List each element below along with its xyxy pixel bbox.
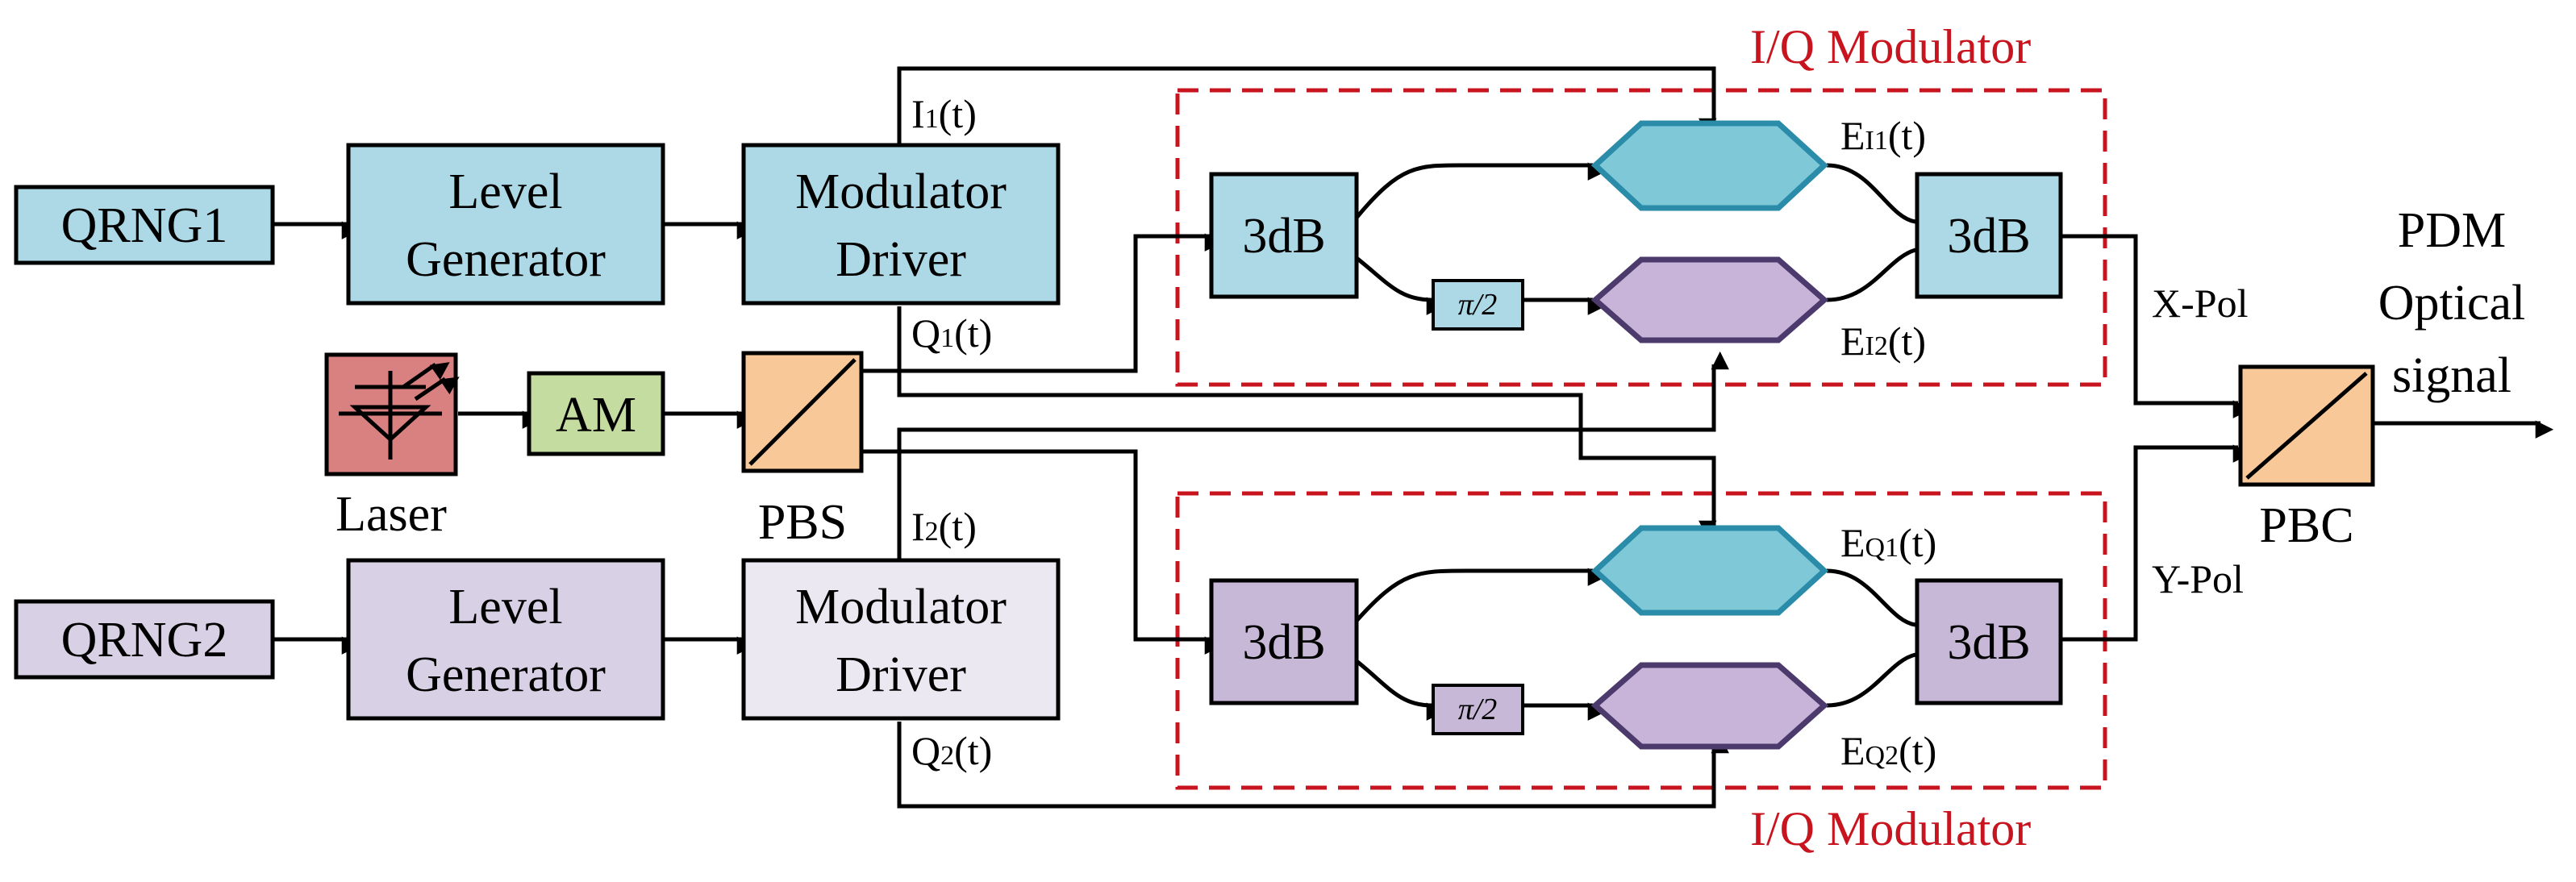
bottom-i-modulator-hexagon bbox=[1590, 525, 1829, 616]
pbs-label: PBS bbox=[758, 495, 847, 550]
top-phase-shifter-label: π/2 bbox=[1458, 288, 1498, 322]
am-label: AM bbox=[556, 388, 636, 443]
i2-signal-label: I2(t) bbox=[911, 504, 977, 549]
e-q2-label: EQ2(t) bbox=[1840, 728, 1936, 773]
bottom-output-coupler-label: 3dB bbox=[1947, 615, 2030, 670]
bottom-output-coupler-block bbox=[1915, 578, 2063, 705]
bottom-phase-shifter-block bbox=[1432, 684, 1524, 735]
level-generator-1-block bbox=[346, 143, 665, 306]
top-i-modulator-hexagon bbox=[1590, 120, 1829, 211]
output-label-line2: Optical bbox=[2378, 276, 2526, 331]
qrng1-block bbox=[14, 185, 275, 265]
laser-label: Laser bbox=[336, 487, 447, 542]
wire-i1-drive bbox=[897, 66, 1717, 145]
wire-top-hex1-out bbox=[1826, 163, 1916, 224]
top-phase-shifter-block bbox=[1432, 279, 1524, 331]
top-output-coupler-label: 3dB bbox=[1947, 209, 2030, 264]
wire-top-upper-arm bbox=[1355, 162, 1607, 219]
wire-y-pol bbox=[2061, 444, 2252, 642]
wire-q2-drive bbox=[897, 722, 1729, 809]
x-pol-label: X-Pol bbox=[2152, 281, 2248, 326]
qrng1-label: QRNG1 bbox=[61, 198, 228, 253]
i1-signal-label: I1(t) bbox=[911, 91, 977, 136]
y-pol-label: Y-Pol bbox=[2152, 556, 2244, 601]
wire-bottom-hex2-out bbox=[1826, 652, 1916, 708]
am-block bbox=[527, 371, 665, 456]
iq-modulator-top-title: I/Q Modulator bbox=[1750, 20, 2031, 73]
modulator-driver-1-label-line2: Driver bbox=[836, 232, 966, 287]
iq-modulator-bottom-title: I/Q Modulator bbox=[1750, 802, 2031, 855]
level-generator-1-label-line2: Generator bbox=[406, 232, 606, 287]
wire-bottom-lower-arm-to-phase bbox=[1355, 659, 1445, 721]
e-q1-label: EQ1(t) bbox=[1840, 520, 1936, 565]
pbc-label: PBC bbox=[2259, 498, 2353, 553]
wire-x-pol bbox=[2061, 234, 2252, 418]
wire-bottom-hex1-out bbox=[1826, 568, 1916, 627]
wire-q1-drive bbox=[897, 306, 1717, 539]
top-output-coupler-block bbox=[1915, 172, 2063, 299]
bottom-phase-shifter-label: π/2 bbox=[1458, 693, 1498, 726]
wire-bottom-upper-arm bbox=[1355, 568, 1607, 622]
wire-top-lower-arm-to-phase bbox=[1355, 256, 1445, 315]
level-generator-2-label-line2: Generator bbox=[406, 647, 606, 702]
wire-i2-drive bbox=[897, 351, 1729, 560]
level-generator-2-label-line1: Level bbox=[448, 580, 562, 634]
top-q-modulator-hexagon bbox=[1590, 256, 1829, 343]
output-label-line3: signal bbox=[2392, 348, 2511, 403]
modulator-driver-1-block bbox=[741, 143, 1061, 306]
wire-pbs-to-bottom-coupler bbox=[861, 449, 1223, 655]
level-generator-2-block bbox=[346, 558, 665, 721]
modulator-driver-2-block bbox=[741, 558, 1061, 721]
qrng2-label: QRNG2 bbox=[61, 613, 228, 668]
pbs-splitter-line bbox=[748, 358, 857, 466]
e-i1-label: EI1(t) bbox=[1840, 113, 1926, 158]
bottom-q-modulator-hexagon bbox=[1590, 662, 1829, 750]
q2-signal-label: Q2(t) bbox=[911, 728, 992, 773]
bottom-input-coupler-label: 3dB bbox=[1242, 615, 1325, 670]
pbc-combiner-line bbox=[2245, 372, 2368, 480]
laser-diode-icon bbox=[339, 362, 460, 460]
wire-pbs-to-top-coupler bbox=[861, 233, 1223, 373]
bottom-input-coupler-block bbox=[1209, 578, 1359, 705]
top-input-coupler-block bbox=[1209, 172, 1359, 299]
wire-top-hex2-out bbox=[1826, 248, 1916, 302]
modulator-driver-2-label-line2: Driver bbox=[836, 647, 966, 702]
top-input-coupler-label: 3dB bbox=[1242, 209, 1325, 264]
q1-signal-label: Q1(t) bbox=[911, 310, 992, 356]
level-generator-1-label-line1: Level bbox=[448, 164, 562, 219]
modulator-driver-1-label-line1: Modulator bbox=[795, 164, 1007, 219]
qrng2-block bbox=[14, 599, 275, 680]
modulator-driver-2-label-line1: Modulator bbox=[795, 580, 1007, 634]
e-i2-label: EI2(t) bbox=[1840, 318, 1926, 364]
output-label-line1: PDM bbox=[2398, 203, 2506, 258]
